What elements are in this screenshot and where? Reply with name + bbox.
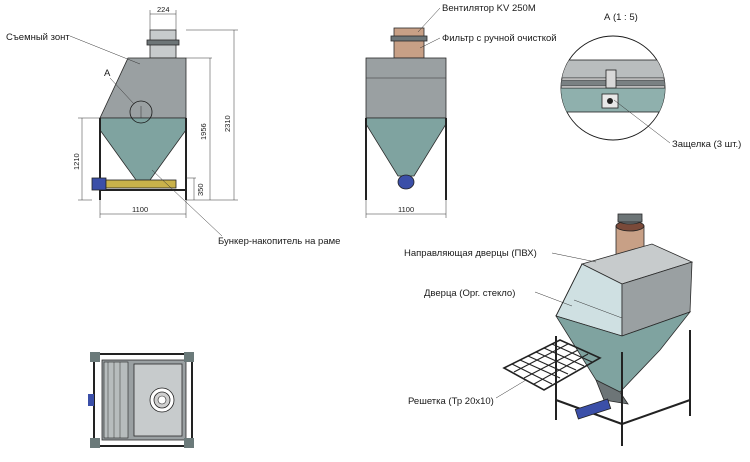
isometric-view: Направляющая дверцы (ПВХ) Дверца (Орг. с…	[404, 213, 694, 446]
front-view: 1100 Вентилятор KV 250M Фильтр с ручной …	[365, 3, 557, 218]
label-door: Дверца (Орг. стекло)	[424, 288, 515, 299]
label-latch: Защелка (3 шт.)	[672, 139, 741, 150]
front-hopper	[365, 117, 447, 177]
side-screw	[105, 179, 177, 189]
dim-hood-height: 1956	[199, 123, 208, 140]
dim-total-height: 2310	[223, 115, 232, 132]
dim-frame-height: 1210	[72, 153, 81, 170]
dim-front-width: 1100	[398, 205, 414, 214]
dim-duct-width: 224	[157, 5, 170, 14]
label-filter: Фильтр с ручной очисткой	[442, 33, 557, 44]
side-hood	[99, 57, 187, 119]
detail-a-circle	[129, 100, 153, 124]
side-view: А 224 2310 1956 350 1210 1100 Съемный зо…	[6, 5, 340, 247]
dim-base-height: 350	[196, 183, 205, 196]
label-door-guide: Направляющая дверцы (ПВХ)	[404, 248, 537, 259]
front-hood	[365, 57, 447, 119]
dim-side-width: 1100	[132, 205, 148, 214]
label-bunker: Бункер-накопитель на раме	[218, 236, 340, 247]
label-fan: Вентилятор KV 250M	[442, 3, 536, 14]
detail-a-view: А (1 : 5) Защелка (3 шт.)	[560, 12, 741, 150]
top-view	[88, 352, 194, 448]
label-grate: Решетка (Тр 20х10)	[408, 396, 494, 407]
detail-marker-label: А	[104, 68, 111, 79]
side-hopper	[99, 117, 187, 181]
label-hood: Съемный зонт	[6, 32, 70, 43]
front-fan	[393, 27, 425, 59]
iso-grate	[502, 339, 602, 391]
detail-title: А (1 : 5)	[604, 12, 638, 23]
